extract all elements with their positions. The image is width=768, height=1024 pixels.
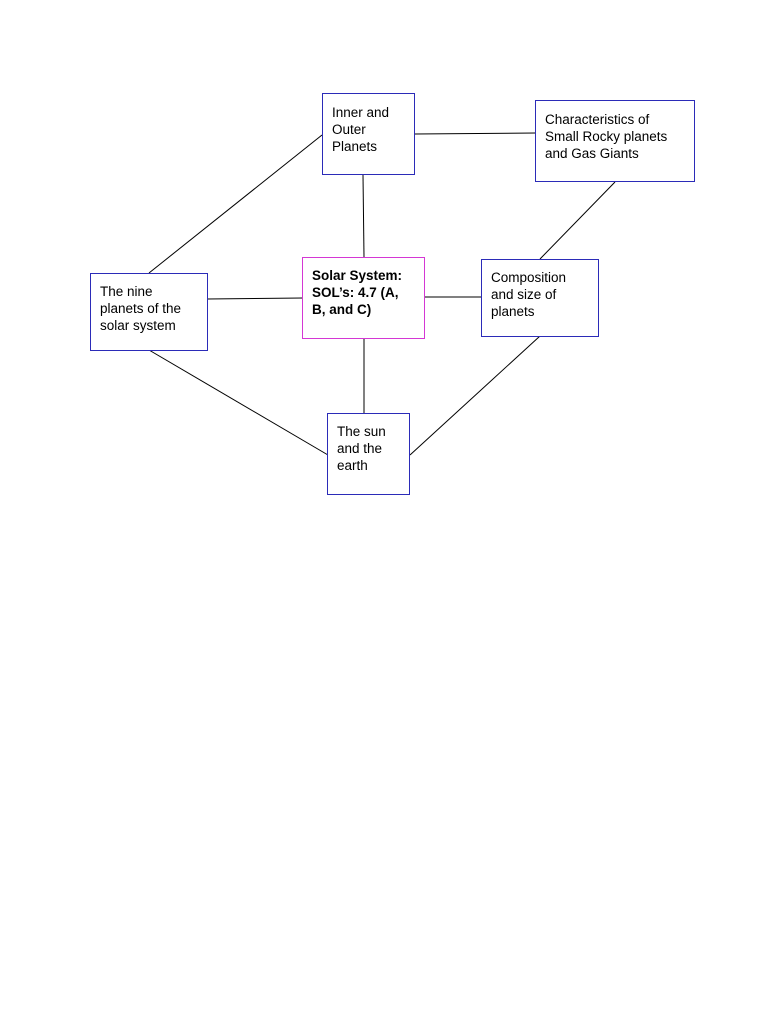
line-nine-to-center (206, 297, 304, 300)
node-sun-earth: The sun and the earth (327, 413, 410, 495)
line-composition-to-sun (409, 335, 541, 456)
node-characteristics: Characteristics of Small Rocky planets a… (535, 100, 695, 182)
node-inner-outer-planets: Inner and Outer Planets (322, 93, 415, 175)
node-composition: Composition and size of planets (481, 259, 599, 337)
line-inner-to-center (362, 174, 365, 258)
node-solar-system-center: Solar System: SOL’s: 4.7 (A, B, and C) (302, 257, 425, 339)
line-inner-to-nine (148, 134, 323, 274)
line-characteristics-to-composition (539, 181, 616, 260)
line-inner-to-characteristics (414, 132, 537, 135)
node-nine-planets: The nine planets of the solar system (90, 273, 208, 351)
line-nine-to-sun (148, 349, 329, 456)
